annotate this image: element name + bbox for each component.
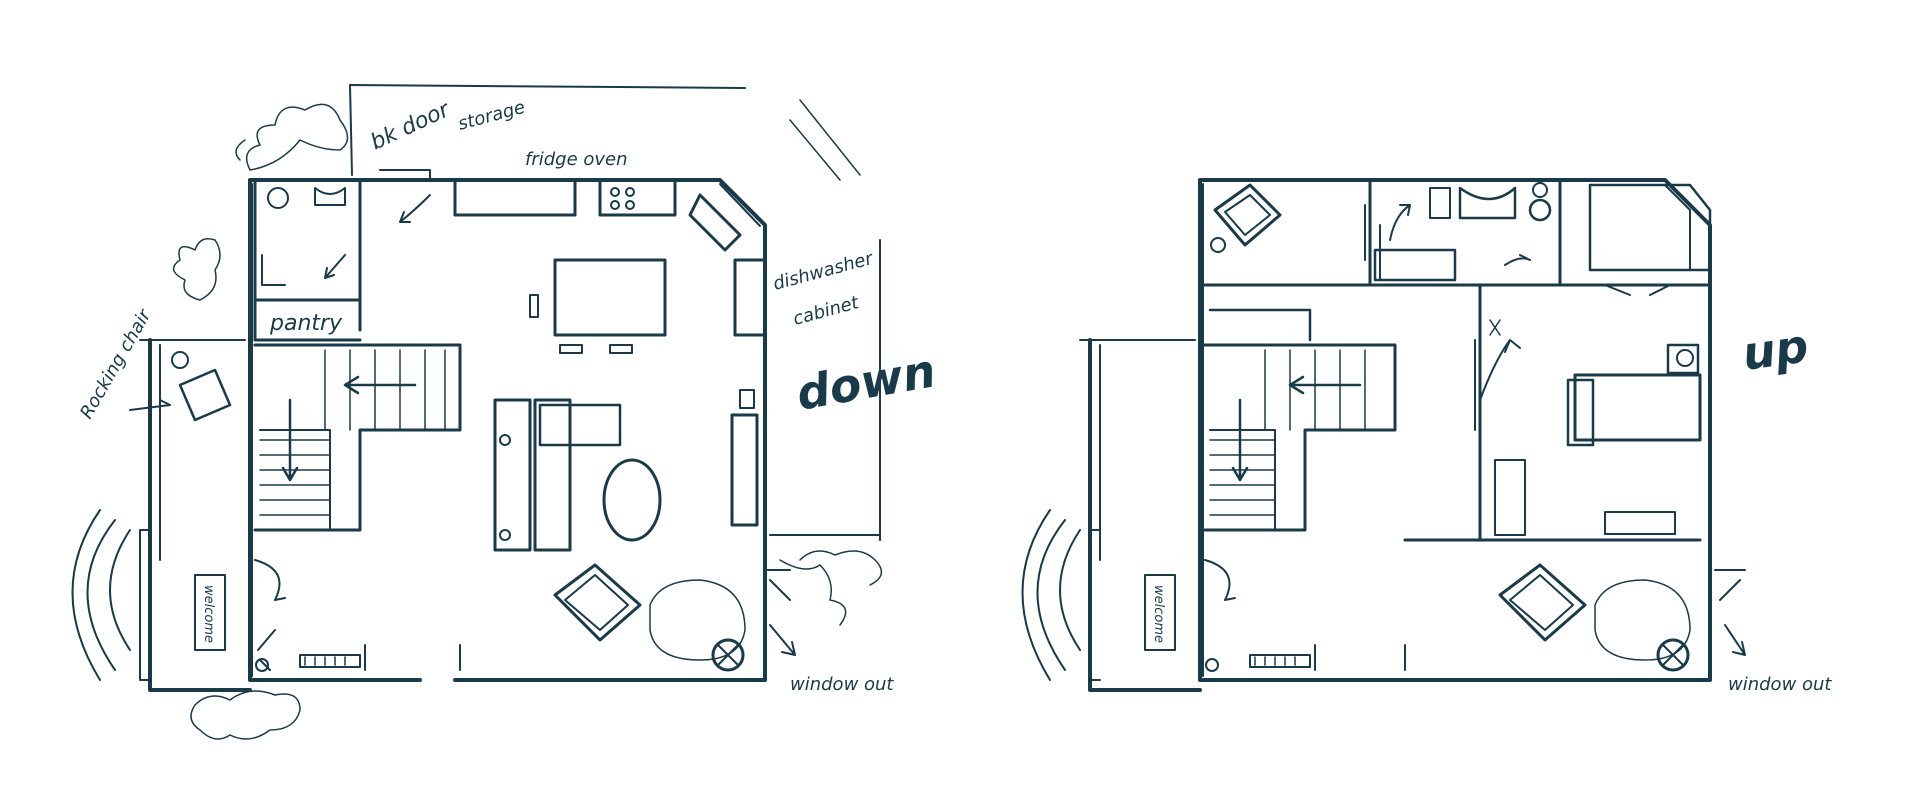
upstairs-outer-walls [1198,178,1712,682]
bedroom-door-swing [1479,339,1521,401]
bathroom-door-arrow [324,254,346,279]
bush-left [172,238,221,301]
front-porch [71,338,252,692]
upstairs-plan [1021,178,1746,692]
upstairs-staircase [1203,308,1397,532]
label-welcome: welcome [201,585,216,643]
kitchen-counter [453,178,577,217]
downstairs-plan [71,84,883,740]
downstairs-labels: bk door storage fridge oven dishwasher c… [76,97,939,695]
label-rocking-chair: Rocking chair [76,305,156,423]
corner-sink [688,193,742,252]
upstairs-labels: welcome up window out [1151,318,1832,695]
label-level-up: up [1739,318,1812,381]
kitchen-island [553,258,667,337]
downstairs-staircase [253,343,462,532]
window-out-arrow [769,579,796,656]
rocking-chair [178,368,232,422]
tv-stand [730,413,759,527]
round-coffee-table [602,458,662,542]
nightstand [1566,378,1595,447]
upstairs-porch [1021,338,1202,692]
label-pantry: pantry [269,311,343,336]
label-welcome-upstairs: welcome [1151,585,1166,643]
stove [598,178,677,217]
pantry-room [253,298,362,342]
label-dishwasher: dishwasher [771,248,877,295]
tree-top-left [245,103,349,171]
dishwasher-unit [733,258,767,337]
label-fridge-oven: fridge oven [525,149,628,170]
upstairs-armchair [1213,183,1282,247]
label-back-door: bk door [367,97,455,156]
downstairs-bathroom [253,178,362,302]
upstairs-closet [1588,183,1712,272]
label-cabinet: cabinet [791,292,862,330]
front-door-swing [254,559,286,601]
plant-pot [711,638,745,672]
radiator [299,654,361,668]
label-level-down: down [793,343,940,420]
bush-right [799,550,883,586]
label-window-out-upstairs: window out [1728,674,1832,695]
bush-bottom [190,690,301,740]
living-room-sofa [493,398,622,552]
armchair [553,563,642,642]
stair-arrow-down [281,398,299,482]
round-rug [649,579,746,661]
stair-arrow-left [343,375,417,395]
upstairs-bathroom [1364,178,1562,287]
label-window-out: window out [790,674,894,695]
bed [1573,373,1702,442]
back-door-arrow [399,194,431,223]
label-storage: storage [456,97,527,135]
dresser [1604,511,1676,535]
